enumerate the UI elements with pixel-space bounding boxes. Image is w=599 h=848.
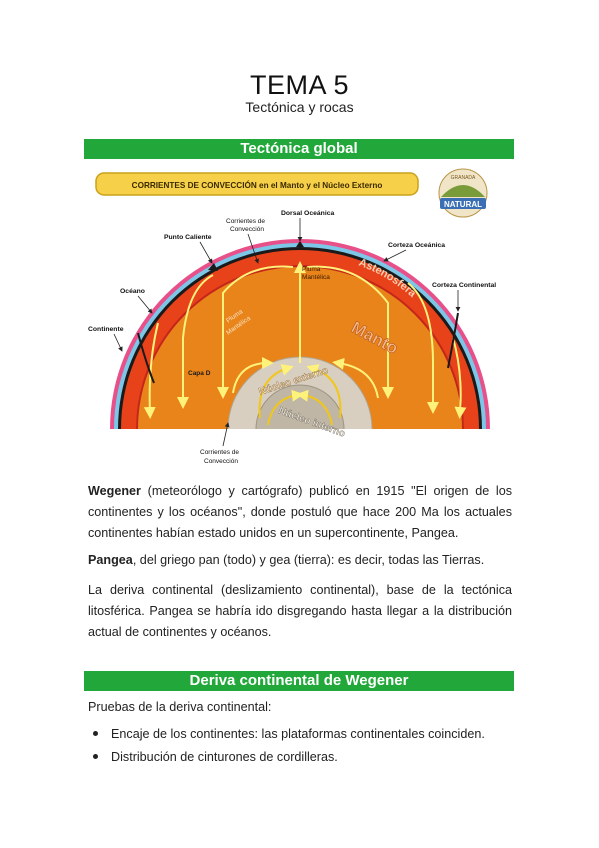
continente-label: Continente: [88, 326, 124, 333]
banner-box: [95, 172, 419, 196]
paragraph-wegener: Wegener (meteorólogo y cartógrafo) publi…: [88, 481, 512, 544]
list-item-text: Distribución de cinturones de cordillera…: [111, 750, 338, 764]
punto-caliente-label: Punto Caliente: [164, 234, 212, 241]
pangea-bold: Pangea: [88, 553, 133, 567]
wegener-bold: Wegener: [88, 484, 141, 498]
subduction-lines: [137, 312, 459, 384]
corteza-continental-label: Corteza Continental: [432, 282, 496, 289]
bullet-icon: [93, 754, 98, 760]
section-heading-tectonica-global: Tectónica global: [84, 139, 514, 159]
page-title: TEMA 5: [249, 70, 350, 100]
paragraph-pangea: Pangea, del griego pan (todo) y gea (tie…: [88, 550, 512, 571]
corrientes-bottom-label-1: Corrientes de: [200, 449, 239, 456]
dorsal-label: Dorsal Oceánica: [281, 210, 334, 217]
corrientes-top-label-2: Convección: [230, 226, 264, 233]
paragraph-deriva: La deriva continental (deslizamiento con…: [88, 583, 512, 639]
logo-natural-text: NATURAL: [444, 200, 482, 209]
wegener-text: (meteorólogo y cartógrafo) publicó en 19…: [88, 484, 512, 540]
corteza-oceanica-label: Corteza Oceánica: [388, 242, 445, 249]
inner-core: [255, 384, 345, 429]
list-item: Distribución de cinturones de cordillera…: [93, 750, 338, 764]
corrientes-top-label-1: Corrientes de: [226, 218, 265, 225]
hotspot-marker: [208, 263, 218, 271]
banner-text: CORRIENTES DE CONVECCIÓN en el Manto y e…: [132, 179, 383, 190]
capa-d-label: Capa D: [188, 370, 211, 377]
convection-figure: CORRIENTES DE CONVECCIÓN en el Manto y e…: [88, 163, 512, 475]
granada-natural-logo: NATURAL GRANADA: [438, 168, 488, 218]
section-heading-deriva-continental: Deriva continental de Wegener: [84, 671, 514, 691]
paragraph-pruebas: Pruebas de la deriva continental:: [88, 700, 272, 714]
logo-granada-text: GRANADA: [451, 175, 476, 181]
pluma-right-label-2: Mantélica: [302, 274, 330, 281]
oceano-label: Océano: [120, 288, 145, 295]
corrientes-bottom-label-2: Convección: [204, 458, 238, 465]
pangea-text: , del griego pan (todo) y gea (tierra): …: [132, 553, 485, 567]
pluma-right-label-1: Pluma: [302, 266, 321, 273]
list-item: Encaje de los continentes: las plataform…: [93, 727, 485, 741]
list-item-text: Encaje de los continentes: las plataform…: [111, 727, 485, 741]
mantle-convection-arrows: [143, 261, 467, 419]
page-subtitle: Tectónica y rocas: [245, 99, 354, 115]
core-convection-arrows: [258, 364, 342, 426]
ridge-marker: [296, 241, 304, 247]
convection-diagram: CORRIENTES DE CONVECCIÓN en el Manto y e…: [88, 168, 496, 465]
bullet-icon: [93, 731, 98, 737]
